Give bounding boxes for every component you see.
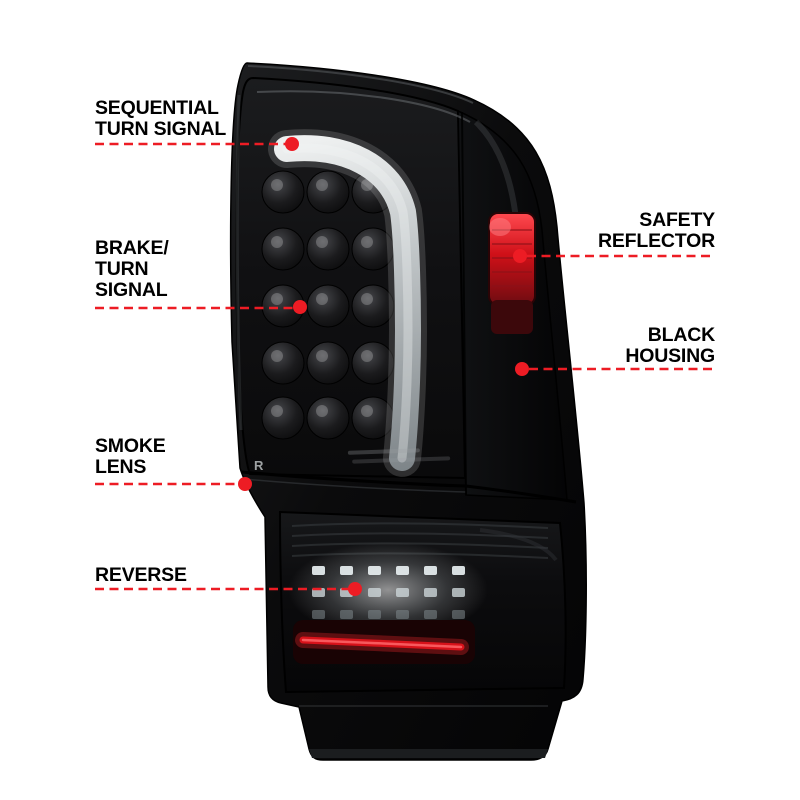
top-edge-highlight (247, 65, 474, 104)
callout-dots (238, 137, 529, 596)
sequential-light-bar (268, 129, 428, 477)
label-line: SMOKE (95, 435, 166, 457)
label-line: BLACK (647, 324, 715, 346)
callout-label-black-housing: BLACK HOUSING (625, 325, 715, 367)
label-line: HOUSING (625, 345, 715, 367)
label-line: SIGNAL (95, 279, 168, 301)
callout-dot-sequential-turn-signal (285, 137, 299, 151)
lens-marking: R (254, 458, 264, 473)
callout-label-sequential-turn-signal: SEQUENTIAL TURN SIGNAL (95, 98, 226, 140)
inner-top-highlight (256, 90, 471, 123)
callout-dot-brake-turn-signal (293, 300, 307, 314)
led-array (261, 170, 395, 440)
section-seam-highlight (243, 478, 467, 493)
callout-dot-reverse (348, 582, 362, 596)
label-line: TURN (95, 258, 149, 280)
label-line: LENS (95, 456, 147, 478)
callout-dot-black-housing (515, 362, 529, 376)
label-line: REFLECTOR (597, 230, 715, 252)
label-line: BRAKE/ (95, 237, 169, 259)
vertical-seam (461, 111, 467, 496)
callout-label-safety-reflector: SAFETY REFLECTOR (598, 210, 715, 252)
label-line: REVERSE (95, 564, 187, 586)
safety-reflector-shape (488, 212, 536, 334)
left-edge-highlight (235, 94, 243, 431)
reverse-red-bar (293, 620, 475, 664)
label-line: SEQUENTIAL (95, 97, 219, 119)
callout-dot-safety-reflector (513, 249, 527, 263)
mounting-foot (299, 705, 548, 758)
callout-label-reverse: REVERSE (95, 565, 187, 586)
callout-dot-smoke-lens (238, 477, 252, 491)
label-line: SAFETY (639, 209, 715, 231)
lens-etched-marks (347, 448, 451, 464)
callout-label-brake-turn-signal: BRAKE/ TURN SIGNAL (95, 238, 169, 301)
section-seam (241, 470, 577, 504)
reverse-section (278, 510, 567, 694)
label-line: TURN SIGNAL (95, 118, 227, 140)
callout-label-smoke-lens: SMOKE LENS (95, 436, 166, 478)
callout-lines (95, 142, 715, 591)
